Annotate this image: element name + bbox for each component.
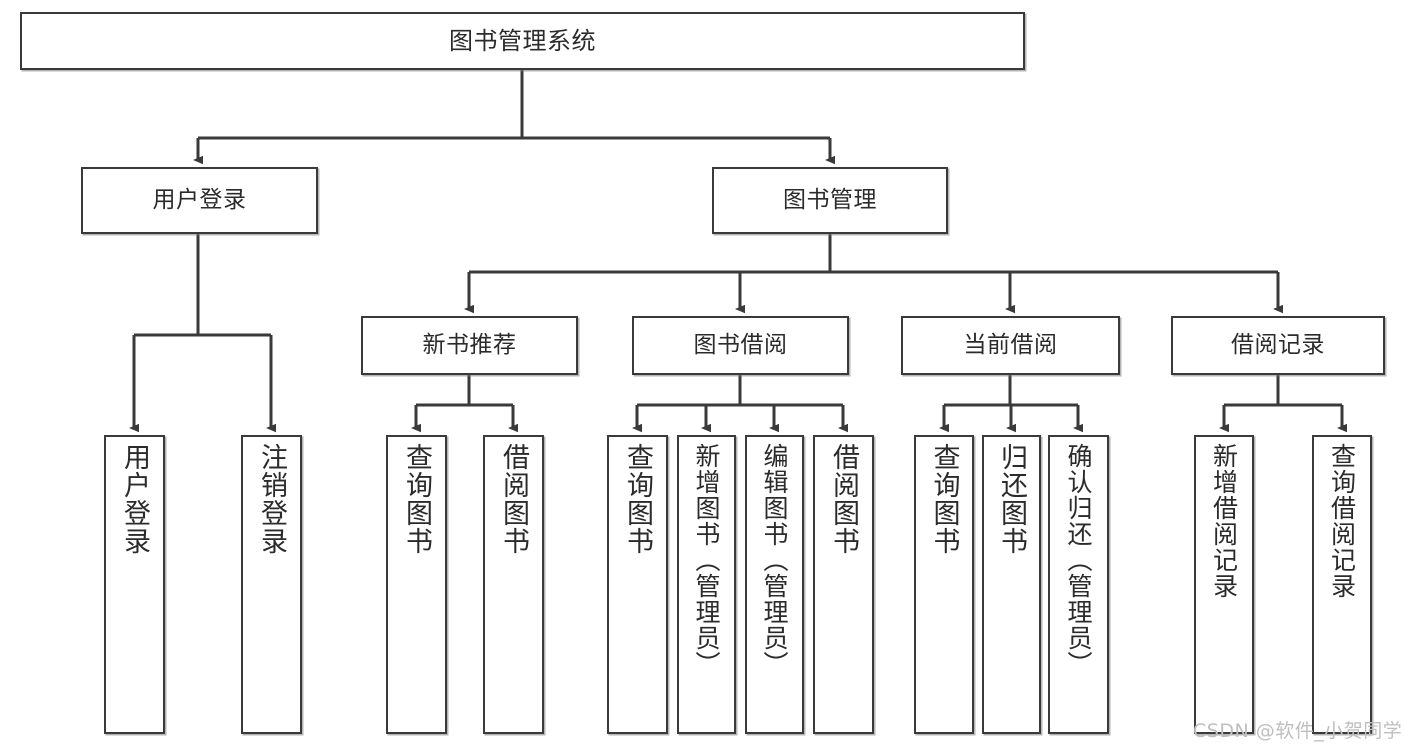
leaf-return-book[interactable]: 归还图书 [982,435,1041,734]
leaf-borrow-book-2[interactable]: 借阅图书 [813,435,874,734]
node-book-borrow-label: 图书借阅 [693,331,788,358]
leaf-borrow-book-2-label: 借阅图书 [828,443,859,555]
node-book-manage[interactable]: 图书管理 [712,167,948,234]
node-book-borrow[interactable]: 图书借阅 [632,316,849,375]
node-current-borrow-label: 当前借阅 [963,331,1058,358]
leaf-add-book-label: 新增图书（管理员） [692,443,721,677]
node-new-book-recommend-label: 新书推荐 [422,331,517,358]
leaf-query-book-2-label: 查询图书 [622,443,653,555]
leaf-logout-label: 注销登录 [256,443,287,555]
leaf-add-record-label: 新增借阅记录 [1209,443,1239,599]
node-borrow-record-label: 借阅记录 [1231,331,1325,358]
node-book-manage-label: 图书管理 [783,186,877,213]
node-current-borrow[interactable]: 当前借阅 [901,316,1120,375]
node-user-login[interactable]: 用户登录 [81,167,318,234]
leaf-confirm-return-label: 确认归还（管理员） [1064,443,1093,677]
leaf-add-record[interactable]: 新增借阅记录 [1194,435,1254,734]
leaf-query-book-1-label: 查询图书 [401,443,432,555]
leaf-edit-book[interactable]: 编辑图书（管理员） [745,435,804,734]
leaf-logout[interactable]: 注销登录 [241,435,302,734]
csdn-watermark: CSDN @软件_小贺同学 [1193,720,1403,742]
leaf-user-login-label: 用户登录 [119,443,150,555]
node-root-label: 图书管理系统 [449,26,596,55]
leaf-query-book-3[interactable]: 查询图书 [914,435,974,734]
leaf-query-record[interactable]: 查询借阅记录 [1312,435,1372,734]
leaf-confirm-return[interactable]: 确认归还（管理员） [1048,435,1109,734]
node-root[interactable]: 图书管理系统 [20,12,1025,70]
leaf-query-book-1[interactable]: 查询图书 [386,435,447,734]
leaf-user-login[interactable]: 用户登录 [104,435,165,734]
leaf-return-book-label: 归还图书 [996,443,1027,555]
leaf-borrow-book-1[interactable]: 借阅图书 [483,435,544,734]
node-borrow-record[interactable]: 借阅记录 [1171,316,1385,375]
leaf-query-book-3-label: 查询图书 [928,443,960,555]
leaf-edit-book-label: 编辑图书（管理员） [760,443,789,677]
node-new-book-recommend[interactable]: 新书推荐 [361,316,578,375]
node-user-login-label: 用户登录 [152,186,247,213]
leaf-add-book[interactable]: 新增图书（管理员） [677,435,736,734]
leaf-query-book-2[interactable]: 查询图书 [607,435,668,734]
leaf-borrow-book-1-label: 借阅图书 [498,443,529,555]
leaf-query-record-label: 查询借阅记录 [1327,443,1357,599]
